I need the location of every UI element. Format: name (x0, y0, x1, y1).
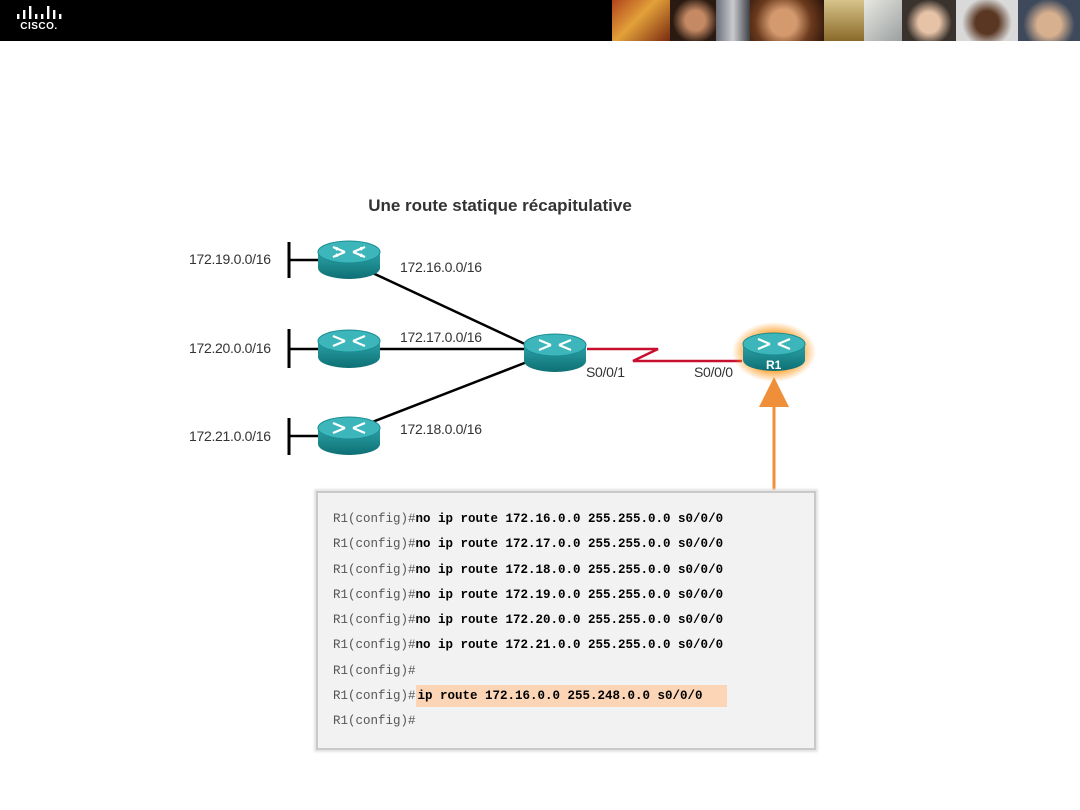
port-label-s000: S0/0/0 (694, 364, 733, 380)
cisco-bars-icon (17, 6, 62, 19)
banner-photo (1018, 0, 1080, 41)
banner-photo (824, 0, 864, 41)
cli-prompt: R1(config)# (333, 638, 416, 653)
cli-command: ip route 172.16.0.0 255.248.0.0 s0/0/0 (415, 685, 727, 708)
cli-line: R1(config)#no ip route 172.19.0.0 255.25… (333, 588, 804, 613)
cli-lines: R1(config)#no ip route 172.16.0.0 255.25… (333, 512, 804, 740)
cli-line: R1(config)# (333, 664, 804, 689)
banner-photo (716, 0, 750, 41)
router-icon (317, 329, 381, 368)
link-label: 172.17.0.0/16 (400, 329, 482, 345)
router-icon (317, 416, 381, 455)
cli-output-panel: R1(config)#no ip route 172.16.0.0 255.25… (316, 491, 816, 750)
cli-line-highlighted: R1(config)#ip route 172.16.0.0 255.248.0… (333, 685, 804, 714)
router-icon (317, 240, 381, 279)
banner-photo (902, 0, 956, 41)
cli-line: R1(config)# (333, 714, 804, 739)
link-label: 172.16.0.0/16 (400, 259, 482, 275)
cli-prompt: R1(config)# (333, 512, 416, 526)
cisco-logo: CISCO. (16, 6, 62, 36)
cli-command: no ip route 172.21.0.0 255.255.0.0 s0/0/… (415, 638, 724, 653)
cli-command: no ip route 172.16.0.0 255.255.0.0 s0/0/… (415, 512, 724, 526)
router-r1-label: R1 (766, 358, 782, 372)
cli-prompt: R1(config)# (333, 663, 416, 678)
router-r1-icon (732, 322, 816, 382)
header-banner: CISCO. (0, 0, 1080, 41)
network-label: 172.19.0.0/16 (189, 251, 271, 267)
cli-prompt: R1(config)# (333, 562, 416, 577)
cli-prompt: R1(config)# (333, 689, 416, 704)
banner-photo (956, 0, 1018, 41)
cli-line: R1(config)#no ip route 172.21.0.0 255.25… (333, 638, 804, 663)
diagram-title: Une route statique récapitulative (368, 196, 632, 215)
lan-segment-3 (287, 418, 318, 455)
link-bottom (361, 360, 528, 428)
network-label: 172.20.0.0/16 (189, 340, 271, 356)
cli-line: R1(config)#no ip route 172.16.0.0 255.25… (333, 512, 804, 537)
cli-prompt: R1(config)# (333, 537, 416, 552)
cli-prompt: R1(config)# (333, 613, 416, 628)
link-label: 172.18.0.0/16 (400, 421, 482, 437)
banner-photo (864, 0, 902, 41)
cli-prompt: R1(config)# (333, 714, 416, 729)
router-icon (523, 333, 587, 372)
serial-link (587, 347, 742, 363)
lan-segment-1 (287, 242, 318, 278)
lan-segment-2 (287, 329, 318, 368)
banner-photo (670, 0, 716, 41)
cisco-logo-text: CISCO. (20, 21, 58, 32)
photo-strip (612, 0, 1080, 41)
banner-photo (612, 0, 670, 41)
cli-command: no ip route 172.18.0.0 255.255.0.0 s0/0/… (415, 562, 724, 577)
link-top (361, 266, 528, 347)
cli-command: no ip route 172.20.0.0 255.255.0.0 s0/0/… (415, 613, 724, 628)
banner-photo (750, 0, 824, 41)
cli-line: R1(config)#no ip route 172.17.0.0 255.25… (333, 537, 804, 562)
cli-command: no ip route 172.17.0.0 255.255.0.0 s0/0/… (415, 537, 724, 552)
network-label: 172.21.0.0/16 (189, 428, 271, 444)
cli-line: R1(config)#no ip route 172.20.0.0 255.25… (333, 613, 804, 638)
cli-command: no ip route 172.19.0.0 255.255.0.0 s0/0/… (415, 587, 724, 602)
port-label-s001: S0/0/1 (586, 364, 625, 380)
cli-prompt: R1(config)# (333, 587, 416, 602)
cli-line: R1(config)#no ip route 172.18.0.0 255.25… (333, 563, 804, 588)
